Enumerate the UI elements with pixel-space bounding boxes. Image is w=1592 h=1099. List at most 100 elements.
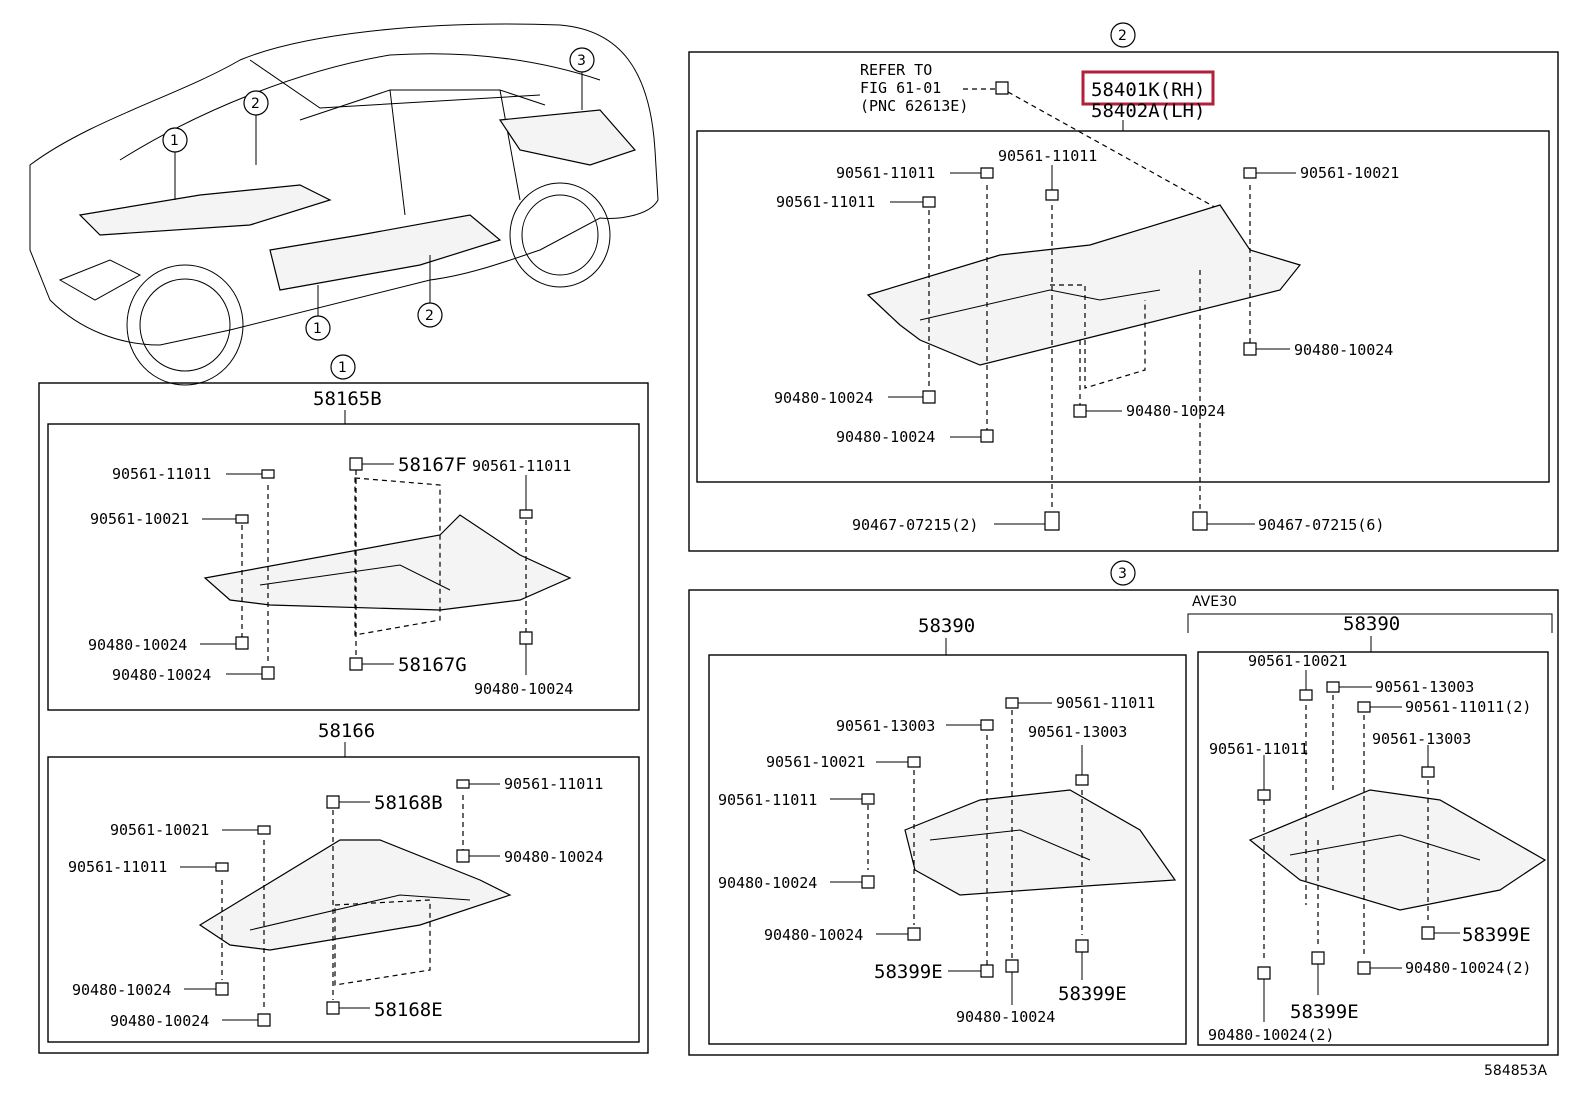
subassembly-58166-box <box>47 756 640 1043</box>
lower-fastener-2: 90561-11011 <box>456 775 603 793</box>
sec3r-fastener-6: 58399E <box>1421 924 1531 946</box>
sec3l-fastener-3: 90561-13003 <box>1028 723 1127 786</box>
clip-refer-icon <box>995 81 1009 95</box>
svg-text:90480-10024(2): 90480-10024(2) <box>1405 959 1531 977</box>
lower-fastener-1: 58168B <box>326 792 443 814</box>
part-number-58402A-LH: 58402A(LH) <box>1091 100 1205 122</box>
svg-text:90480-10024: 90480-10024 <box>1126 402 1225 420</box>
section-2-title: 2 <box>1118 28 1127 44</box>
svg-text:90561-13003: 90561-13003 <box>1375 678 1474 696</box>
sec3r-fastener-4: 90561-11011 <box>1209 740 1308 801</box>
sec3l-fastener-5: 90561-11011 <box>718 791 875 809</box>
sec3l-fastener-6: 90480-10024 <box>718 874 875 892</box>
subassembly-58390-right-box <box>1197 651 1549 1046</box>
callout-number: 2 <box>425 308 434 324</box>
callout-number: 3 <box>577 53 586 69</box>
svg-text:58168B: 58168B <box>374 792 443 814</box>
section-2: 2 REFER TO FIG 61-01 (PNC 62613E) 58401K… <box>688 22 1559 552</box>
part-number-58401K-RH: 58401K(RH) <box>1091 79 1205 101</box>
refer-to-line-2: FIG 61-01 <box>860 79 941 97</box>
svg-text:90561-11011: 90561-11011 <box>776 193 875 211</box>
svg-text:58399E: 58399E <box>1462 924 1531 946</box>
lower-fastener-3: 90561-10021 <box>110 821 271 839</box>
undercover-58390-right-shape <box>1248 789 1547 911</box>
sec2-fastener-2: 90561-11011 <box>998 147 1097 201</box>
svg-text:90467-07215(2): 90467-07215(2) <box>852 516 978 534</box>
lower-fastener-7: 90480-10024 <box>110 1012 271 1030</box>
callout-number: 1 <box>313 321 322 337</box>
section-1-title: 1 <box>338 360 347 376</box>
svg-text:90561-13003: 90561-13003 <box>1028 723 1127 741</box>
svg-text:90480-10024: 90480-10024 <box>764 926 863 944</box>
sec3l-fastener-2: 90561-13003 <box>836 717 994 735</box>
lower-fastener-5: 90480-10024 <box>456 848 603 866</box>
refer-to-line-1: REFER TO <box>860 61 932 79</box>
section-1: 1 58165B 90561-11011 90561-10021 58167F <box>38 354 649 1054</box>
undercover-58166-shape <box>198 839 512 951</box>
section-3: 3 AVE30 58390 90561-11011 90561-13003 90… <box>688 560 1559 1056</box>
sec2-fastener-6: 90480-10024 <box>774 389 936 407</box>
sec3r-fastener-2: 90561-13003 <box>1326 678 1474 696</box>
part-number-58390-left: 58390 <box>918 615 975 637</box>
svg-text:90480-10024: 90480-10024 <box>72 981 171 999</box>
lower-fastener-8: 58168E <box>326 999 443 1021</box>
svg-text:90561-11011: 90561-11011 <box>718 791 817 809</box>
figure-number: 584853A <box>1484 1063 1547 1079</box>
svg-text:90561-10021: 90561-10021 <box>110 821 209 839</box>
svg-text:90561-11011: 90561-11011 <box>1056 694 1155 712</box>
svg-text:90561-11011: 90561-11011 <box>472 457 571 475</box>
svg-text:90561-11011: 90561-11011 <box>112 465 211 483</box>
svg-text:58399E: 58399E <box>1058 983 1127 1005</box>
part-number-58166: 58166 <box>318 720 375 742</box>
sec2-fastener-4: 90561-11011 <box>776 193 936 211</box>
car-illustration <box>29 23 659 386</box>
undercover-58390-left-shape <box>904 789 1177 896</box>
sec3r-fastener-1: 90561-10021 <box>1248 652 1347 701</box>
upper-fastener-6: 90480-10024 <box>112 666 275 684</box>
sec2-fastener-8: 90480-10024 <box>836 428 994 446</box>
svg-text:90561-11011: 90561-11011 <box>836 164 935 182</box>
svg-text:90561-10021: 90561-10021 <box>90 510 189 528</box>
car-callout-1-upper: 1 <box>162 127 188 200</box>
sec2-fastener-3: 90561-10021 <box>1243 164 1399 182</box>
upper-fastener-2: 90561-10021 <box>90 510 249 528</box>
sec2-fastener-1: 90561-11011 <box>836 164 994 182</box>
svg-text:90480-10024(2): 90480-10024(2) <box>1208 1026 1334 1044</box>
subassembly-58165B-box <box>47 423 640 711</box>
sec3r-fastener-8: 58399E <box>1290 951 1359 1023</box>
svg-text:90561-11011: 90561-11011 <box>68 858 167 876</box>
svg-text:90561-11011(2): 90561-11011(2) <box>1405 698 1531 716</box>
car-callout-1-lower: 1 <box>305 285 331 341</box>
svg-text:90467-07215(6): 90467-07215(6) <box>1258 516 1384 534</box>
svg-text:90561-13003: 90561-13003 <box>836 717 935 735</box>
sec3l-fastener-7: 90480-10024 <box>764 926 921 944</box>
part-number-58165B: 58165B <box>313 388 382 410</box>
sec3r-fastener-5: 90561-13003 <box>1372 730 1471 778</box>
svg-text:58167F: 58167F <box>398 454 467 476</box>
svg-text:90480-10024: 90480-10024 <box>1294 341 1393 359</box>
part-number-58390-right: 58390 <box>1343 613 1400 635</box>
sec3r-fastener-7: 90480-10024(2) <box>1357 959 1531 977</box>
lower-fastener-6: 90480-10024 <box>72 981 229 999</box>
svg-text:90561-10021: 90561-10021 <box>1300 164 1399 182</box>
callout-number: 2 <box>251 96 260 112</box>
undercover-58165B-shape <box>203 514 572 611</box>
sec2-fastener-5: 90480-10024 <box>1243 341 1393 359</box>
svg-text:58399E: 58399E <box>874 961 943 983</box>
svg-text:90561-10021: 90561-10021 <box>1248 652 1347 670</box>
sec3r-fastener-9: 90480-10024(2) <box>1208 966 1334 1044</box>
svg-text:90480-10024: 90480-10024 <box>956 1008 1055 1026</box>
sec3l-fastener-4: 90561-10021 <box>766 753 921 771</box>
svg-text:90561-10021: 90561-10021 <box>766 753 865 771</box>
sec3l-fastener-8: 58399E <box>874 961 994 983</box>
svg-text:90480-10024: 90480-10024 <box>112 666 211 684</box>
svg-text:90561-11011: 90561-11011 <box>998 147 1097 165</box>
svg-text:90480-10024: 90480-10024 <box>504 848 603 866</box>
sec3r-fastener-3: 90561-11011(2) <box>1357 698 1531 716</box>
callout-number: 1 <box>170 133 179 149</box>
sec3l-fastener-9: 58399E <box>1058 939 1127 1005</box>
upper-fastener-7: 58167G <box>349 654 467 676</box>
car-callout-3: 3 <box>569 47 595 110</box>
lower-fastener-4: 90561-11011 <box>68 858 229 876</box>
